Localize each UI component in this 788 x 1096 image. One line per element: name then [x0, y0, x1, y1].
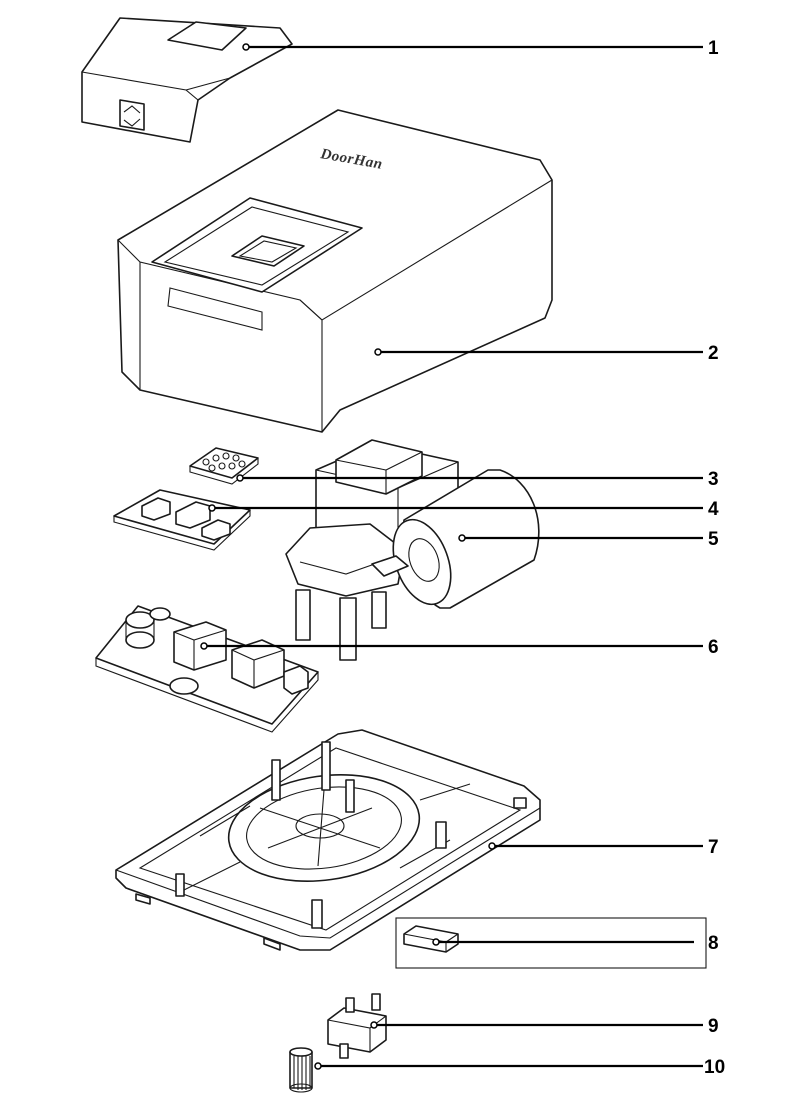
part-7-base-plate	[115, 729, 541, 951]
leader-7	[488, 842, 703, 850]
leader-10	[314, 1062, 703, 1070]
callout-6: 6	[708, 637, 719, 658]
part-4-control-board	[113, 489, 251, 551]
callout-10: 10	[704, 1057, 725, 1078]
leader-8	[432, 938, 694, 946]
callout-2: 2	[708, 343, 719, 364]
part-2-housing: DoorHan	[117, 109, 553, 433]
part-3-connector-board	[189, 447, 259, 485]
part-5-motor-assembly	[285, 439, 540, 661]
part-9-limit-switch	[327, 993, 387, 1059]
part-8-clip-inset	[395, 917, 707, 969]
leader-5	[458, 534, 703, 542]
callout-7: 7	[708, 837, 719, 858]
callout-3: 3	[708, 469, 719, 490]
callout-9: 9	[708, 1016, 719, 1037]
leader-2	[374, 348, 703, 356]
leader-lines	[200, 43, 703, 1070]
part-1-top-cover	[81, 17, 293, 143]
callout-4: 4	[708, 499, 719, 520]
leader-1	[242, 43, 703, 51]
callout-5: 5	[708, 529, 719, 550]
leader-3	[236, 474, 703, 482]
part-10-drive-gear	[289, 1047, 313, 1093]
callout-8: 8	[708, 933, 719, 954]
leader-6	[200, 642, 703, 650]
leader-4	[208, 504, 703, 512]
callout-1: 1	[708, 38, 719, 59]
part-6-power-board	[95, 605, 319, 733]
callout-labels: 1 2 3 4 5 6 7 8 9 10	[704, 38, 725, 1078]
leader-9	[370, 1021, 703, 1029]
